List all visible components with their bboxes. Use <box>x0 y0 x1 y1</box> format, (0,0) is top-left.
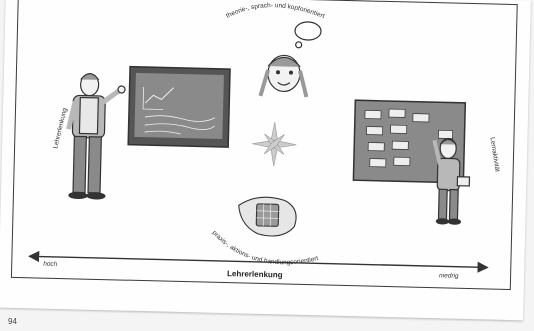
axis-title: Lehrerlenkung <box>226 269 283 280</box>
teacher-figure <box>66 73 126 200</box>
hands-with-object <box>238 196 297 237</box>
top-arc-text: theorie-, sprach- und kopforientiert <box>225 1 326 22</box>
axis-right-label: niedrig <box>438 272 459 280</box>
top-arc-label: theorie-, sprach- und kopforientiert <box>225 1 326 22</box>
compass-star <box>252 122 297 167</box>
book-page: theorie-, sprach- und kopforientiert pra… <box>10 0 518 291</box>
thinking-student <box>258 21 322 98</box>
student-figure <box>432 137 471 225</box>
teaching-methods-illustration: theorie-, sprach- und kopforientiert pra… <box>28 1 501 273</box>
axis-left-label: hoch <box>43 260 58 268</box>
chalkboard <box>127 65 231 148</box>
page-number: 94 <box>8 317 17 326</box>
right-side-label: Lernaktivität <box>488 137 500 173</box>
teacher-guidance-axis <box>28 250 489 273</box>
